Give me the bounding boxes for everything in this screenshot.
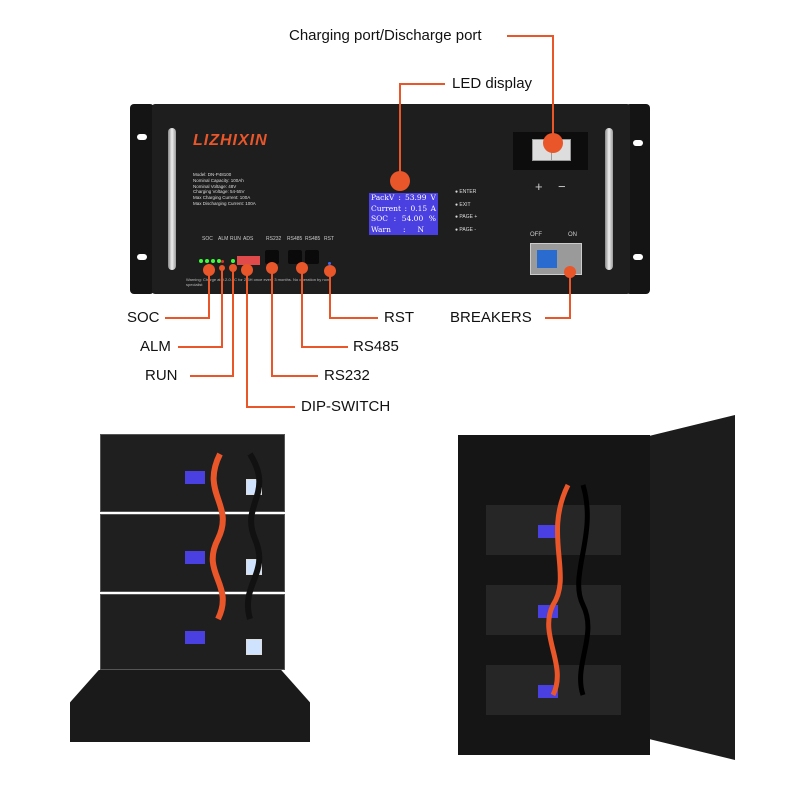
cabinet-door[interactable] (650, 415, 735, 760)
battery-module (100, 594, 285, 670)
plus-label: + (535, 179, 543, 194)
off-label: OFF (530, 232, 542, 238)
breaker-marker (564, 266, 576, 278)
battery-base-stand (70, 670, 310, 742)
cabinet-photo (458, 415, 738, 760)
rs485-label: RS485 (287, 236, 303, 242)
page-up-button[interactable]: ● PAGE + (455, 214, 478, 220)
lcd-row: Warn:N (371, 224, 425, 234)
rst-label: RST (324, 236, 334, 242)
left-rack-ear (130, 104, 154, 294)
soc-led (217, 259, 221, 263)
dip-marker (241, 264, 253, 276)
callout-rst: RST (384, 309, 414, 326)
callout-soc: SOC (127, 309, 160, 326)
callout-charging-port: Charging port/Discharge port (289, 27, 482, 44)
right-rack-ear (626, 104, 650, 294)
alm-marker (219, 265, 225, 271)
rs485-port[interactable] (288, 250, 302, 264)
soc-label: SOC (202, 236, 213, 242)
battery-module (486, 505, 621, 555)
display-marker (390, 171, 410, 191)
page-down-button[interactable]: ● PAGE - (455, 226, 476, 233)
on-label: ON (568, 232, 577, 238)
rs232-port[interactable] (265, 250, 279, 264)
breaker-switch[interactable] (537, 250, 557, 268)
callout-run: RUN (145, 367, 178, 384)
rs485-port[interactable] (305, 250, 319, 264)
warning-text: Warning: Charge at 0.2-0.5C for 2-3H onc… (186, 277, 331, 287)
callout-rs485: RS485 (353, 338, 399, 355)
soc-marker (203, 264, 215, 276)
rs485-marker (296, 262, 308, 274)
ads-label: ADS (243, 236, 254, 242)
enter-button[interactable]: ● ENTER (455, 189, 477, 195)
cabinet-cables (546, 483, 591, 697)
soc-led (205, 259, 209, 263)
soc-led (199, 259, 203, 263)
run-led (231, 259, 235, 263)
stacked-battery-photo (70, 434, 310, 754)
callout-alm: ALM (140, 338, 171, 355)
spec-line: Nominal Voltage: 48V (193, 183, 237, 189)
exit-button[interactable]: ● EXIT (455, 201, 471, 208)
soc-led (211, 259, 215, 263)
minus-label: − (558, 179, 566, 194)
alm-led (221, 260, 224, 263)
cables (209, 452, 263, 621)
rs232-marker (266, 262, 278, 274)
lcd-buttons: ● ENTER ● EXIT ● PAGE + ● PAGE - (455, 186, 477, 236)
rst-marker (324, 265, 336, 277)
dip-switch[interactable] (237, 256, 260, 265)
rst-button[interactable] (328, 262, 331, 265)
callout-breakers: BREAKERS (450, 309, 532, 326)
brand-logo: LIZHIXIN (193, 132, 268, 149)
right-handle (605, 128, 613, 270)
spec-label: Model: DN-P48100 Nominal Capacity: 100Ah… (193, 172, 256, 207)
rs485-label: RS485 (305, 236, 321, 242)
alm-label: ALM (218, 236, 229, 242)
spec-line: Model: DN-P48100 (193, 172, 232, 177)
run-label: RUN (230, 236, 241, 242)
port-marker (543, 133, 563, 153)
spec-line: Charging Voltage: 54-55V (193, 189, 245, 195)
callout-led-display: LED display (452, 75, 533, 92)
callout-dip-switch: DIP-SWITCH (301, 398, 391, 415)
callout-rs232: RS232 (324, 367, 370, 384)
spec-line: Nominal Capacity: 100Ah (193, 177, 244, 183)
left-handle (168, 128, 176, 270)
lcd-row: SOC:54.00% (371, 214, 436, 223)
spec-line: Max Discharging Current: 100A (193, 200, 256, 206)
spec-line: Max Charging Current: 100A (193, 195, 251, 201)
run-marker (229, 264, 237, 272)
rs232-label: RS232 (266, 236, 282, 242)
